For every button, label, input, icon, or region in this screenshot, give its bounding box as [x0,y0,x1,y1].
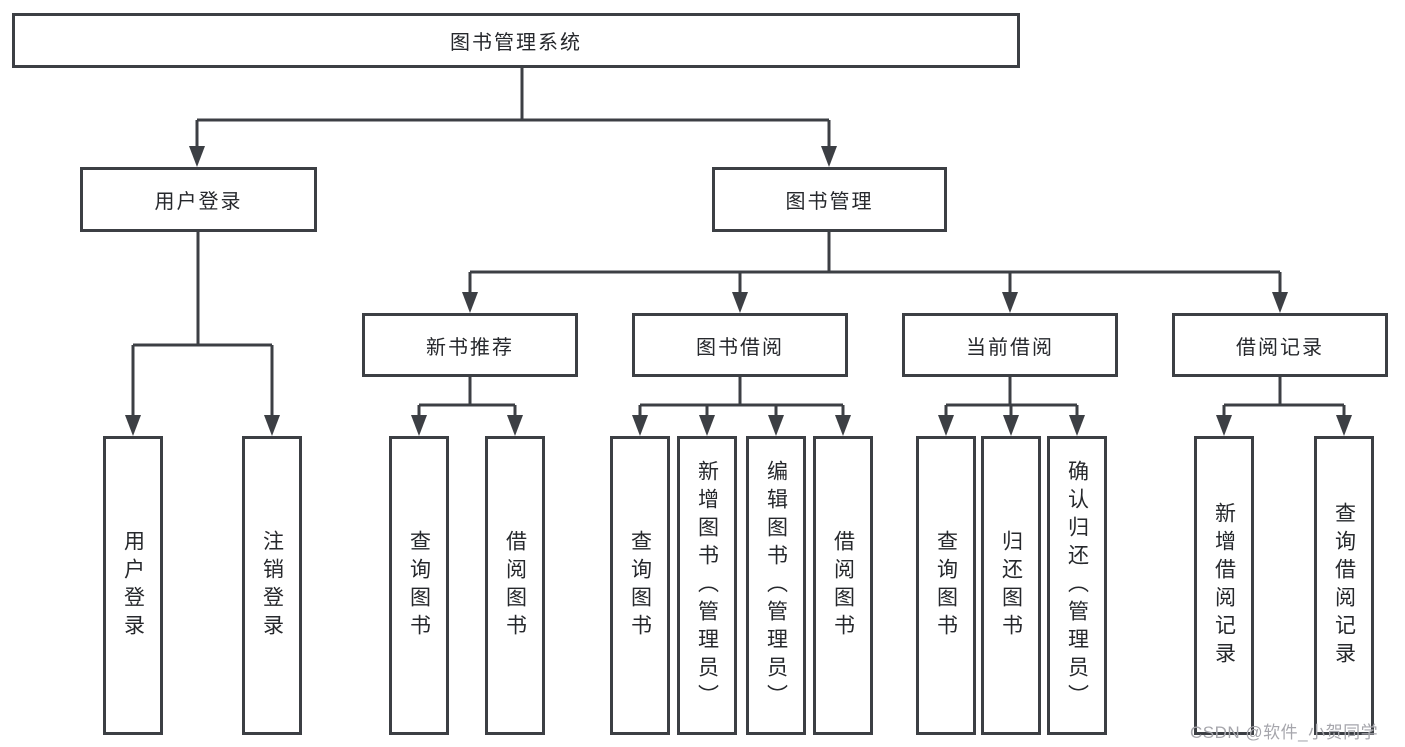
node-user-login-label: 用户登录 [154,191,243,213]
leaf-confirm-return-admin: 确认归还（管理员） [1047,436,1107,735]
leaf-add-borrow-record: 新增借阅记录 [1194,436,1254,735]
leaf-edit-book-admin-label: 编辑图书（管理员） [764,459,788,712]
node-library-system: 图书管理系统 [12,13,1020,68]
leaf-query-borrow-record: 查询借阅记录 [1314,436,1374,735]
node-borrow-records-label: 借阅记录 [1236,336,1324,359]
leaf-user-login: 用户登录 [103,436,163,735]
leaf-query-books-borrow: 查询图书 [610,436,670,735]
node-book-borrow-label: 图书借阅 [696,336,784,359]
leaf-user-login-label: 用户登录 [121,529,145,642]
node-current-borrow-label: 当前借阅 [966,336,1054,359]
csdn-watermark: CSDN @软件_小贺同学 [1190,723,1379,742]
leaf-confirm-return-admin-label: 确认归还（管理员） [1065,459,1089,712]
leaf-add-book-admin: 新增图书（管理员） [677,436,737,735]
leaf-add-borrow-record-label: 新增借阅记录 [1212,501,1236,670]
leaf-logout-label: 注销登录 [260,529,284,642]
node-book-management: 图书管理 [712,167,947,232]
leaf-query-books-current-label: 查询图书 [934,529,958,642]
leaf-return-books: 归还图书 [981,436,1041,735]
leaf-logout: 注销登录 [242,436,302,735]
node-book-management-label: 图书管理 [785,191,874,213]
leaf-query-books-recommend-label: 查询图书 [407,529,431,642]
node-new-book-recommend-label: 新书推荐 [426,336,514,359]
arrowhead-icons [125,146,1352,436]
leaf-borrow-books-recommend-label: 借阅图书 [503,529,527,642]
node-library-system-label: 图书管理系统 [450,32,582,54]
leaf-query-books-borrow-label: 查询图书 [628,529,652,642]
leaf-return-books-label: 归还图书 [999,529,1023,642]
node-book-borrow: 图书借阅 [632,313,848,377]
leaf-borrow-books: 借阅图书 [813,436,873,735]
leaf-borrow-books-label: 借阅图书 [831,529,855,642]
leaf-query-books-recommend: 查询图书 [389,436,449,735]
leaf-add-book-admin-label: 新增图书（管理员） [695,459,719,712]
node-user-login: 用户登录 [80,167,317,232]
leaf-borrow-books-recommend: 借阅图书 [485,436,545,735]
node-borrow-records: 借阅记录 [1172,313,1388,377]
leaf-edit-book-admin: 编辑图书（管理员） [746,436,806,735]
node-new-book-recommend: 新书推荐 [362,313,578,377]
node-current-borrow: 当前借阅 [902,313,1118,377]
leaf-query-books-current: 查询图书 [916,436,976,735]
leaf-query-borrow-record-label: 查询借阅记录 [1332,501,1356,670]
